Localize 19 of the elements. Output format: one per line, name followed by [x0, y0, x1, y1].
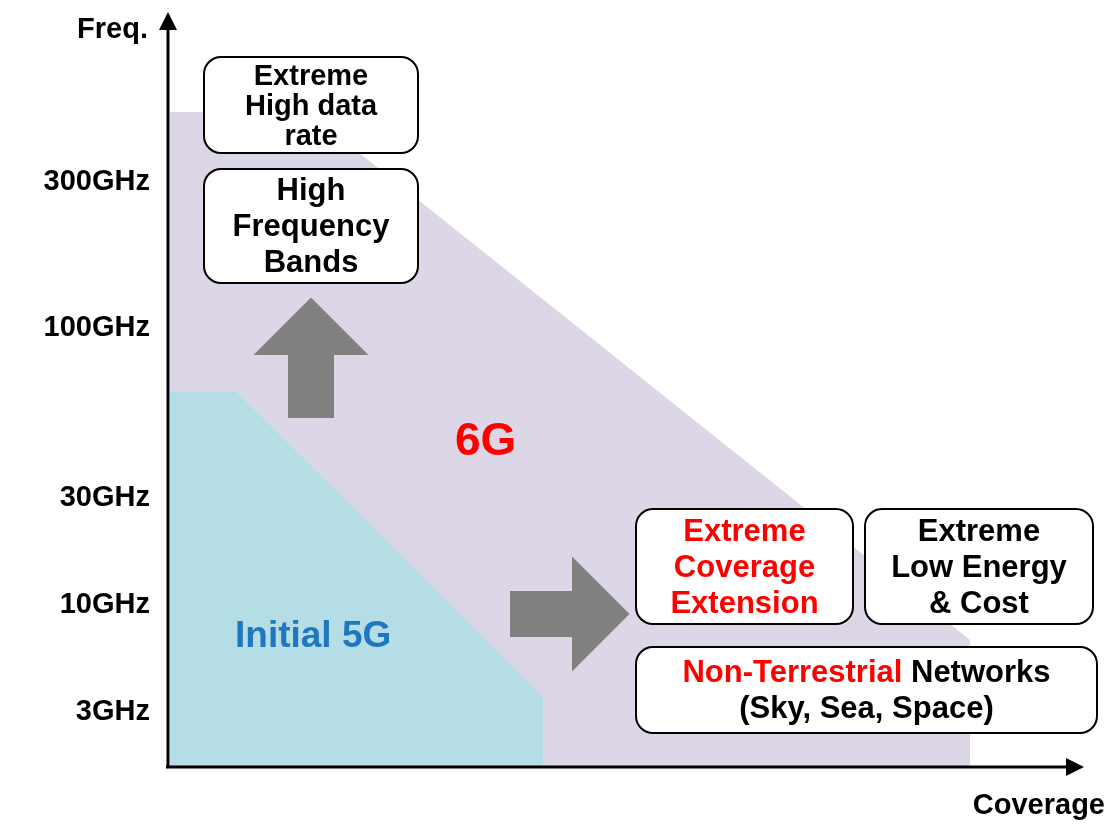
tick-label: 10GHz: [59, 587, 150, 620]
tick-label: 30GHz: [59, 480, 150, 513]
block-arrow: [253, 297, 369, 418]
y-axis-title: Freq.: [77, 12, 148, 45]
x-axis-title: Coverage: [972, 788, 1105, 821]
tick-label: 3GHz: [75, 694, 150, 727]
feature-text: Non-Terrestrial Networks (Sky, Sea, Space): [681, 654, 1052, 726]
region-label: 6G: [455, 412, 517, 466]
block-arrow: [510, 556, 630, 672]
feature-text: Extreme Low Energy & Cost: [891, 512, 1067, 621]
feature-box: [864, 508, 1094, 625]
feature-text: High Frequency Bands: [231, 172, 391, 280]
feature-text: Extreme Coverage Extension: [669, 512, 820, 621]
tick-label: 300GHz: [43, 164, 150, 197]
feature-text: Extreme High data rate: [243, 60, 379, 150]
feature-box: [635, 646, 1098, 734]
tick-label: 100GHz: [43, 310, 150, 343]
feature-box: [203, 56, 419, 154]
region-label: Initial 5G: [235, 614, 392, 656]
